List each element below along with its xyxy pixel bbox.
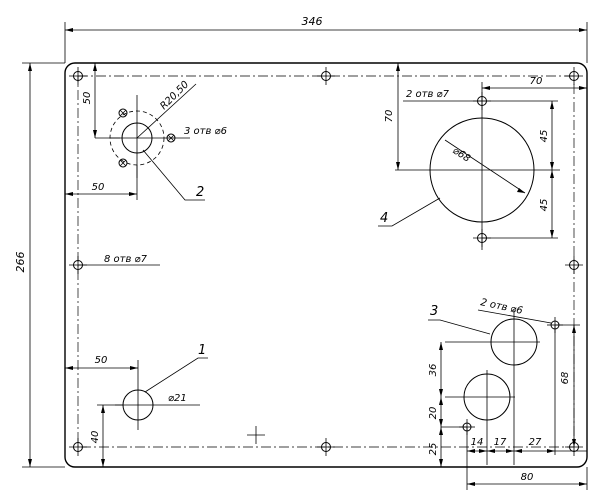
note-2-holes-d7: 2 отв ⌀7 [406, 89, 450, 100]
dim-top-offset-4: 70 [384, 110, 395, 123]
plate-outline [64, 62, 588, 468]
callout-3: 3 [430, 304, 438, 319]
dim-45-upper: 45 [539, 130, 550, 143]
dim-overall-height: 266 [14, 252, 27, 273]
bolt-line [77, 75, 575, 448]
dim-height-36: 36 [428, 364, 439, 377]
note-8-holes: 8 отв ⌀7 [104, 254, 148, 265]
mounting-holes [69, 67, 583, 456]
dim-top-offset: 50 [82, 92, 93, 105]
dim-width-14: 14 [471, 437, 484, 448]
dim-left-offset-2: 50 [92, 182, 105, 193]
dim-bottom-offset-1: 40 [90, 431, 101, 444]
dim-right-offset-4: 70 [530, 76, 543, 87]
note-d21: ⌀21 [168, 393, 187, 404]
dim-height-68: 68 [560, 372, 571, 385]
callout-2: 2 [196, 185, 204, 200]
dim-width-27: 27 [529, 437, 542, 448]
dim-width-80: 80 [521, 472, 534, 483]
note-d68: ⌀68 [450, 145, 472, 164]
hole-group-1 [115, 360, 265, 444]
hole-group-3 [445, 310, 563, 465]
dim-width-17: 17 [494, 437, 507, 448]
hole-group-4 [395, 82, 560, 250]
dim-height-25: 25 [428, 443, 439, 456]
note-radius: R20,50 [158, 79, 191, 112]
dim-left-offset-1: 50 [95, 355, 108, 366]
dim-height-20: 20 [428, 407, 439, 420]
dim-overall-width: 346 [302, 15, 323, 28]
hole-group-2 [109, 83, 197, 178]
callout-1: 1 [198, 343, 206, 358]
callout-4: 4 [380, 211, 388, 226]
note-3-holes: 3 отв ⌀6 [184, 126, 227, 137]
dim-45-lower: 45 [539, 199, 550, 212]
